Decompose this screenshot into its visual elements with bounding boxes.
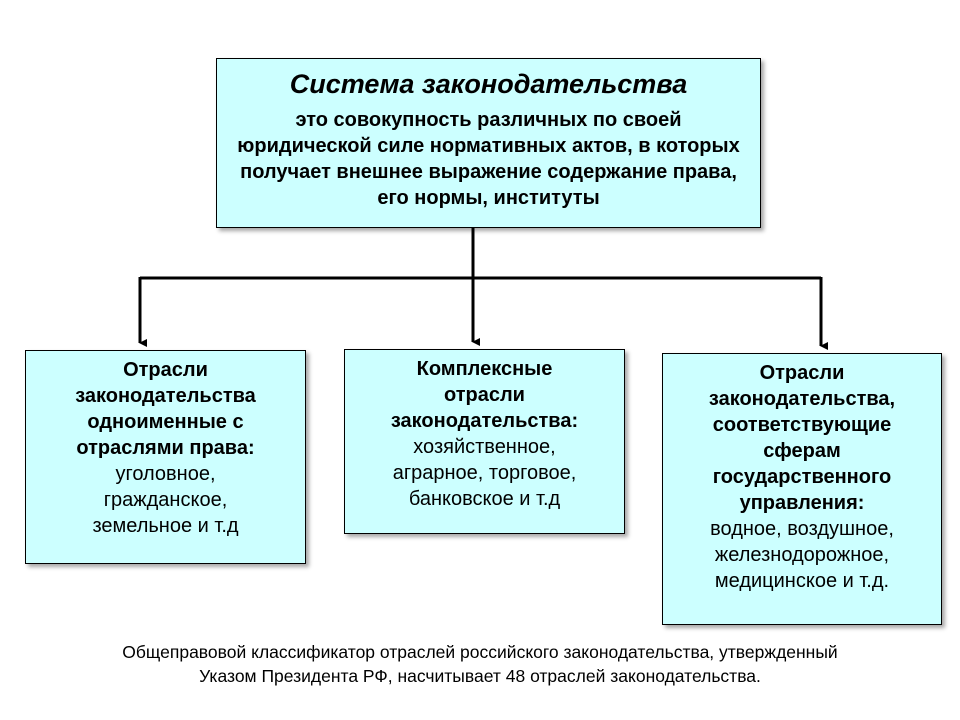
branch-heading-line: законодательства:	[390, 410, 579, 432]
branch-item-line: земельное и т.д	[92, 515, 239, 537]
branch-heading-line: управления:	[739, 492, 865, 514]
branch-heading-line: отраслями права:	[76, 437, 255, 459]
branch-heading-line: Отрасли	[759, 362, 845, 384]
system-title: Система законодательства	[289, 69, 688, 99]
branch-box-state-administration: Отрасли законодательства, соответствующи…	[662, 353, 942, 625]
branch-item-line: водное, воздушное,	[710, 518, 894, 540]
legislation-system-box: Система законодательства это совокупност…	[216, 58, 761, 228]
branch-item-line: аграрное, торговое,	[392, 462, 577, 484]
branch-heading-line: законодательства,	[708, 388, 896, 410]
system-definition: это совокупность различных по своей юрид…	[237, 109, 740, 209]
branch-item-line: хозяйственное,	[413, 436, 556, 458]
footnote-line: Общеправовой классификатор отраслей росс…	[122, 642, 838, 662]
branch-heading-line: Отрасли	[123, 359, 208, 381]
branch-heading-line: соответствующие	[712, 414, 892, 436]
branch-box-complex: Комплексные отрасли законодательства: хо…	[344, 349, 625, 534]
branch-heading-line: законодательства	[75, 385, 256, 407]
footnote-line: Указом Президента РФ, насчитывает 48 отр…	[199, 666, 761, 686]
branch-heading-line: Комплексные	[416, 358, 553, 380]
branch-heading-line: сферам	[763, 440, 841, 462]
branch-heading-line: государственного	[712, 466, 892, 488]
footnote: Общеправовой классификатор отраслей росс…	[20, 640, 940, 688]
branch-box-same-name: Отрасли законодательства одноименные с о…	[25, 350, 306, 564]
branch-item-line: банковское и т.д	[408, 488, 561, 510]
branch-heading-line: одноименные с	[87, 411, 244, 433]
branch-item-line: железнодорожное,	[714, 544, 890, 566]
branch-heading-line: отрасли	[444, 384, 525, 406]
branch-item-line: гражданское,	[103, 489, 228, 511]
branch-item-line: уголовное,	[115, 463, 216, 485]
branch-item-line: медицинское и т.д.	[714, 570, 890, 592]
